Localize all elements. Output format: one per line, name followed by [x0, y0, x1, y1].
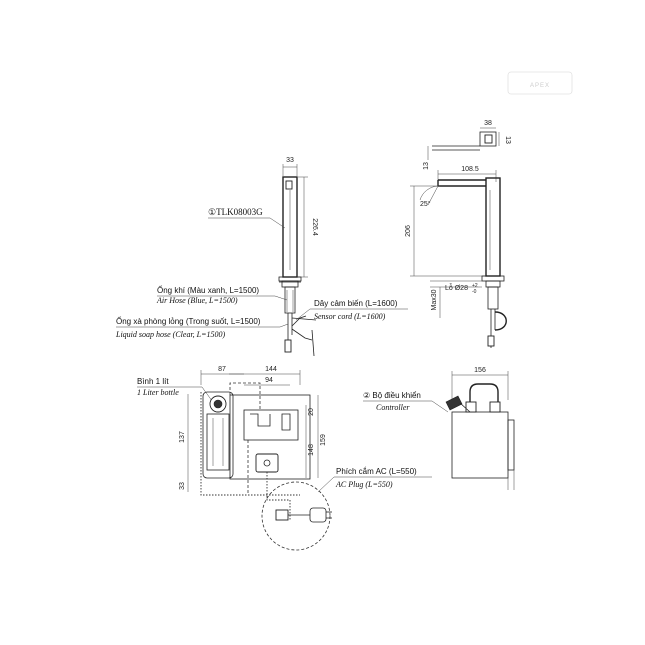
- bottle-label-en: 1 Liter bottle: [137, 388, 179, 397]
- side-base-width-dim: 38: [484, 120, 492, 127]
- controller-label-en: Controller: [376, 403, 410, 412]
- watermark-text: APEX: [530, 83, 550, 89]
- faucet-width-dim: 33: [286, 157, 294, 164]
- soap-hose-label-en: Liquid soap hose (Clear, L=1500): [115, 330, 226, 339]
- ac-plug-label-en: AC Plug (L=550): [335, 480, 393, 489]
- spout-reach-dim: 108.5: [461, 166, 479, 173]
- inner-height-dim: 20: [308, 408, 315, 416]
- soap-bottle-unit: Bình 1 lít 1 Liter bottle 87 144 94 20: [137, 366, 332, 551]
- bottle-label-vi: Bình 1 lít: [137, 377, 169, 386]
- side-top-thickness-dim: 13: [423, 162, 430, 170]
- controller-label-vi: ② Bộ điều khiển: [363, 391, 421, 400]
- hose-labels: Ống khí (Màu xanh, L=1500) Air Hose (Blu…: [115, 285, 408, 339]
- bottle-base-dim: 33: [179, 482, 186, 490]
- faucet-part-label: ①TLK08003G: [208, 207, 263, 217]
- ac-plug-label-vi: Phích cắm AC (L=550): [336, 467, 417, 476]
- spout-angle-dim: 25°: [420, 200, 431, 208]
- air-hose-label-vi: Ống khí (Màu xanh, L=1500): [157, 285, 259, 295]
- mount-hole-dim: Lỗ Ø28: [445, 283, 468, 292]
- sensor-cord-label-vi: Dây cảm biến (L=1600): [314, 299, 398, 308]
- mount-hole-tol-lower: -0: [472, 289, 477, 295]
- inner-width-dim: 94: [265, 377, 273, 384]
- side-base-depth-dim: 13: [504, 136, 511, 144]
- bottle-width-dim: 87: [218, 366, 226, 373]
- faucet-side-view: 38 13 13 108.5 25° 206 Lỗ Ø28 +2 -0: [405, 120, 511, 348]
- ac-plug-label: Phích cắm AC (L=550) AC Plug (L=550): [317, 467, 432, 493]
- unit-width-dim: 144: [265, 366, 277, 373]
- max-thickness-dim: Max30: [431, 289, 438, 310]
- bottle-height-dim: 137: [179, 431, 186, 443]
- side-height-dim: 206: [405, 225, 412, 237]
- air-hose-label-en: Air Hose (Blue, L=1500): [156, 296, 238, 305]
- total-height-dim: 159: [320, 434, 327, 446]
- mount-hole-tol-upper: +2: [472, 283, 478, 289]
- controller-width-dim: 156: [474, 367, 486, 374]
- soap-hose-label-vi: Ống xà phòng lỏng (Trong suốt, L=1500): [116, 316, 261, 326]
- faucet-front-view: 33 226.4 ①TLK08003G: [208, 157, 318, 357]
- faucet-height-dim: 226.4: [311, 218, 318, 236]
- watermark-logo: APEX: [507, 71, 573, 95]
- unit-height-dim: 148: [308, 444, 315, 456]
- controller-unit: ② Bộ điều khiển Controller 156: [363, 367, 515, 490]
- sensor-cord-label-en: Sensor cord (L=1600): [314, 312, 386, 321]
